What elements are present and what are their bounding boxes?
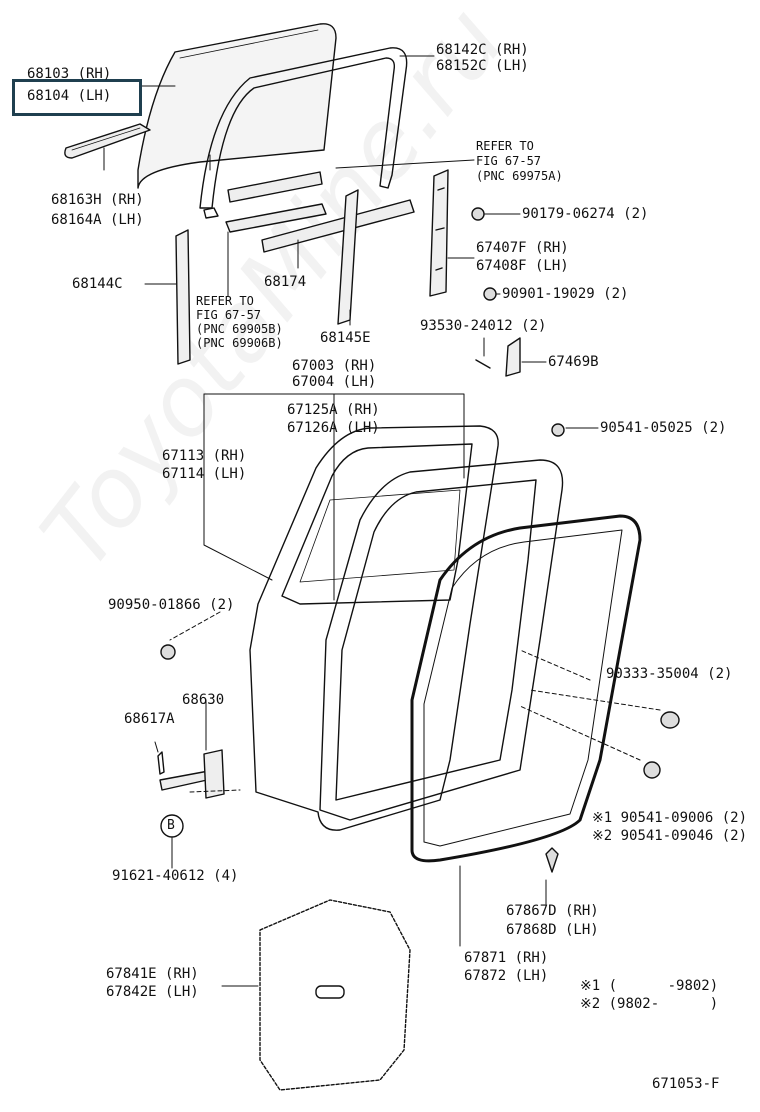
refer-note-2-line4: (PNC 69906B) — [196, 336, 283, 350]
label-68104[interactable]: 68104 (LH) — [27, 88, 112, 104]
refer-note-2-line2: FIG 67-57 — [196, 308, 262, 322]
refer-note-1-line2: FIG 67-57 — [476, 154, 542, 168]
b-marker-circle — [160, 814, 184, 838]
window-regulator[interactable] — [429, 169, 449, 297]
label-68145e[interactable]: 68145E — [320, 330, 371, 346]
label-67004[interactable]: 67004 (LH) — [292, 374, 377, 390]
diagram-id: 671053-F — [652, 1076, 720, 1092]
label-93530[interactable]: 93530-24012 (2) — [420, 318, 547, 334]
label-90179[interactable]: 90179-06274 (2) — [522, 206, 649, 222]
label-67125a[interactable]: 67125A (RH) — [287, 402, 380, 418]
label-68617a[interactable]: 68617A — [124, 711, 175, 727]
label-90901[interactable]: 90901-19029 (2) — [502, 286, 629, 302]
label-67867d[interactable]: 67867D (RH) — [506, 903, 599, 919]
b-marker-text: B — [167, 818, 175, 833]
door-frame[interactable] — [319, 459, 564, 821]
label-67842e[interactable]: 67842E (LH) — [106, 984, 199, 1000]
door-glass[interactable] — [137, 23, 337, 189]
division-bar-68144c[interactable] — [175, 229, 191, 365]
label-67469b[interactable]: 67469B — [548, 354, 599, 370]
label-67114[interactable]: 67114 (LH) — [162, 466, 247, 482]
label-91621[interactable]: 91621-40612 (4) — [112, 868, 239, 884]
glass-run-channel[interactable] — [199, 47, 408, 219]
label-68152c[interactable]: 68152C (LH) — [436, 58, 529, 74]
label-67407f[interactable]: 67407F (RH) — [476, 240, 569, 256]
label-68174[interactable]: 68174 — [264, 274, 307, 290]
footnote-1: ※1 ( -9802) — [580, 978, 719, 994]
fasteners — [160, 207, 680, 873]
selected-part-highlight — [12, 79, 142, 116]
label-67868d[interactable]: 67868D (LH) — [506, 922, 599, 938]
refer-note-2-line1: REFER TO — [196, 294, 254, 308]
label-67003[interactable]: 67003 (RH) — [292, 358, 377, 374]
label-67113[interactable]: 67113 (RH) — [162, 448, 247, 464]
label-67871[interactable]: 67871 (RH) — [464, 950, 549, 966]
label-68164a[interactable]: 68164A (LH) — [51, 212, 144, 228]
door-check[interactable] — [157, 749, 225, 799]
label-67408f[interactable]: 67408F (LH) — [476, 258, 569, 274]
service-hole-cover[interactable] — [259, 899, 411, 1091]
leader-lines — [103, 55, 661, 987]
label-67126a[interactable]: 67126A (LH) — [287, 420, 380, 436]
label-68144c[interactable]: 68144C — [72, 276, 123, 292]
belt-weatherstrip-outer[interactable] — [64, 123, 151, 159]
belt-moulding-inner[interactable] — [225, 171, 415, 253]
label-90950[interactable]: 90950-01866 (2) — [108, 597, 235, 613]
label-68163h[interactable]: 68163H (RH) — [51, 192, 144, 208]
label-68142c[interactable]: 68142C (RH) — [436, 42, 529, 58]
label-90541-09006[interactable]: ※1 90541-09006 (2) — [592, 810, 748, 826]
label-68630[interactable]: 68630 — [182, 692, 225, 708]
rear-lower-sash[interactable] — [337, 189, 359, 325]
label-67872[interactable]: 67872 (LH) — [464, 968, 549, 984]
label-90541-05025[interactable]: 90541-05025 (2) — [600, 420, 727, 436]
label-90333[interactable]: 90333-35004 (2) — [606, 666, 733, 682]
refer-note-1-line3: (PNC 69975A) — [476, 169, 563, 183]
label-90541-09046[interactable]: ※2 90541-09046 (2) — [592, 828, 748, 844]
label-68103[interactable]: 68103 (RH) — [27, 66, 112, 82]
footnote-2: ※2 (9802- ) — [580, 996, 719, 1012]
refer-note-1-line1: REFER TO — [476, 139, 534, 153]
refer-note-2-line3: (PNC 69905B) — [196, 322, 283, 336]
label-67841e[interactable]: 67841E (RH) — [106, 966, 199, 982]
door-weatherstrip[interactable] — [410, 514, 642, 863]
